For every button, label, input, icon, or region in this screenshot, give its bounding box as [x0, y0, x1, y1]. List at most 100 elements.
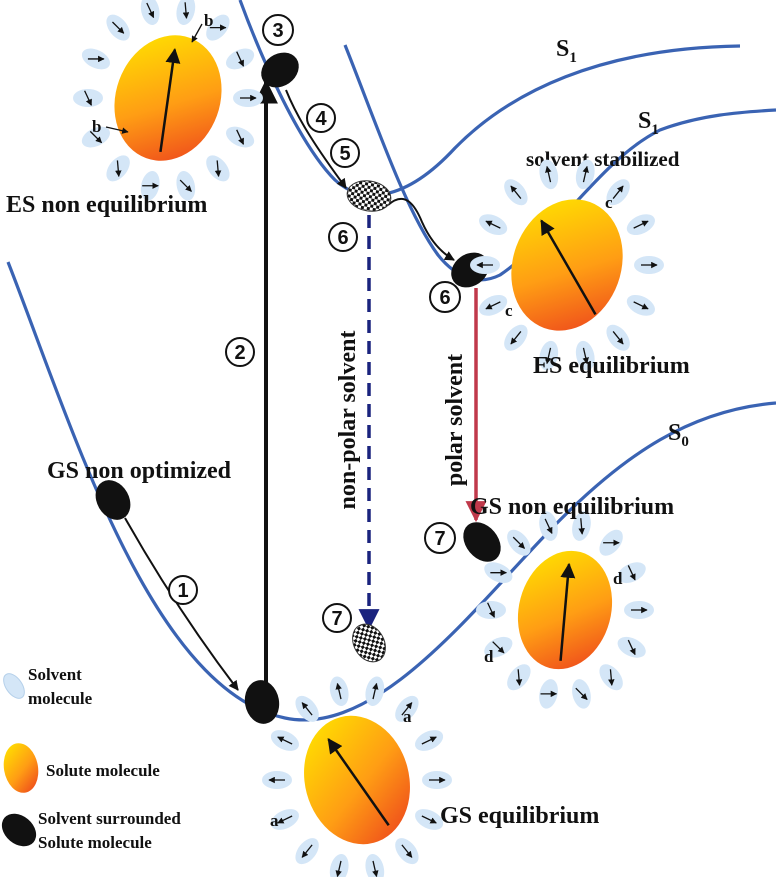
gs-equilibrium-label: GS equilibrium [440, 803, 599, 829]
solvent-molecule [395, 695, 419, 722]
solvent-molecule [575, 159, 595, 190]
tag-d-left: d [484, 647, 494, 666]
solvent-molecule [504, 324, 528, 351]
gs-nonpolar-particle [352, 623, 386, 663]
es-equilibrium-cluster [470, 159, 664, 371]
solvent-molecule [106, 14, 130, 41]
solvent-molecule [365, 853, 385, 877]
solvent-molecule [206, 14, 230, 41]
solvent-molecule [476, 601, 506, 619]
solvent-molecule [470, 256, 500, 274]
solvent-molecule [262, 771, 292, 789]
legend-solvent-line2: molecule [28, 689, 93, 708]
es-equilibrium-label: ES equilibrium [533, 353, 690, 379]
gs-non-equilibrium-cluster [476, 511, 654, 709]
solvent-molecule [572, 679, 591, 709]
svg-text:6: 6 [337, 227, 348, 249]
solvent-molecule [176, 0, 196, 26]
svg-text:4: 4 [315, 108, 327, 130]
solvent-molecule [295, 838, 319, 865]
solvent-molecule [140, 170, 160, 201]
step-6-polar: 6 [429, 281, 461, 313]
tag-c-left: c [505, 301, 513, 320]
tag-b-top: b [204, 11, 213, 30]
step-7-nonpolar: 7 [322, 603, 352, 633]
solvent-molecule [270, 809, 299, 830]
es-non-equilibrium-cluster [73, 0, 263, 201]
dipole-arrow [159, 48, 181, 153]
es-non-equilibrium-particle [261, 52, 299, 88]
svg-text:7: 7 [434, 528, 445, 550]
tag-a-left: a [270, 811, 279, 830]
dipole-arrow [559, 562, 576, 661]
dipole-arrow [327, 738, 390, 826]
legend-solvent-line1: Solvent [28, 665, 82, 684]
step-5: 5 [330, 138, 360, 168]
tag-d-top: d [613, 569, 623, 588]
solvent-molecule [606, 179, 630, 206]
solvent-molecule [599, 664, 623, 691]
svg-text:7: 7 [331, 608, 342, 630]
solvent-molecule [617, 562, 646, 584]
step-2: 2 [225, 337, 255, 367]
polar-label: polar solvent [442, 354, 468, 486]
svg-text:6: 6 [439, 287, 450, 309]
solvent-molecule [422, 771, 452, 789]
solvent-molecule [415, 730, 444, 751]
relaxation-arrow-4-5 [285, 89, 347, 189]
solvent-molecule [329, 676, 349, 707]
solvent-molecule [270, 730, 299, 751]
solvent-molecule [329, 853, 349, 877]
s1-solvated-curve [343, 44, 776, 282]
solvent-molecule [226, 126, 255, 148]
solvent-molecule [415, 809, 444, 830]
solvent-molecule [484, 636, 513, 658]
svg-text:5: 5 [339, 143, 350, 165]
solvent-molecule [73, 89, 103, 107]
tag-b-left: b [92, 117, 101, 136]
step-7-polar: 7 [424, 522, 456, 554]
legend: Solvent molecule Solute molecule Solvent… [1, 665, 181, 852]
legend-surrounded-line2: Solute molecule [38, 833, 152, 852]
step-6-nonpolar: 6 [328, 222, 358, 252]
gs-equilibrium-particle [244, 680, 280, 724]
solvent-molecule [626, 214, 655, 236]
solvent-molecule [617, 636, 646, 658]
solvent-molecule [539, 340, 559, 371]
es-franck-condon-particle [346, 180, 392, 212]
gs-non-equilibrium-label: GS non equilibrium [470, 494, 674, 520]
nonpolar-label: non-polar solvent [335, 331, 361, 510]
dipole-arrow [540, 219, 597, 315]
solvent-molecule [634, 256, 664, 274]
solvation-arrow [387, 197, 455, 261]
svg-text:1: 1 [177, 580, 188, 602]
solvent-molecule [507, 529, 531, 556]
svg-text:2: 2 [234, 342, 245, 364]
solvent-molecule [81, 48, 110, 70]
solvent-molecule [606, 324, 630, 351]
solvent-molecule [539, 679, 558, 709]
legend-surrounded-line1: Solvent surrounded [38, 809, 181, 828]
gs-equilibrium-cluster [262, 676, 452, 877]
solvent-molecule [599, 529, 623, 556]
legend-solvent-swatch [3, 673, 25, 699]
step-1: 1 [168, 575, 198, 605]
solvent-molecule [365, 676, 385, 707]
solvent-molecule [233, 89, 263, 107]
svg-text:3: 3 [272, 20, 283, 42]
gs-non-optimized-label: GS non optimized [47, 458, 232, 484]
solvent-molecule [539, 511, 558, 541]
solvent-molecule [81, 126, 110, 148]
relaxation-arrow-1 [124, 517, 239, 691]
solvent-molecule [140, 0, 160, 26]
legend-solute-swatch [3, 743, 39, 793]
solvent-molecule [176, 170, 196, 201]
solvent-molecule [479, 214, 508, 236]
solvent-molecule [295, 695, 319, 722]
legend-surrounded-swatch [1, 813, 37, 847]
solvent-molecule [624, 601, 654, 619]
es-non-equilibrium-label: ES non equilibrium [6, 192, 207, 218]
solvent-molecule [395, 838, 419, 865]
